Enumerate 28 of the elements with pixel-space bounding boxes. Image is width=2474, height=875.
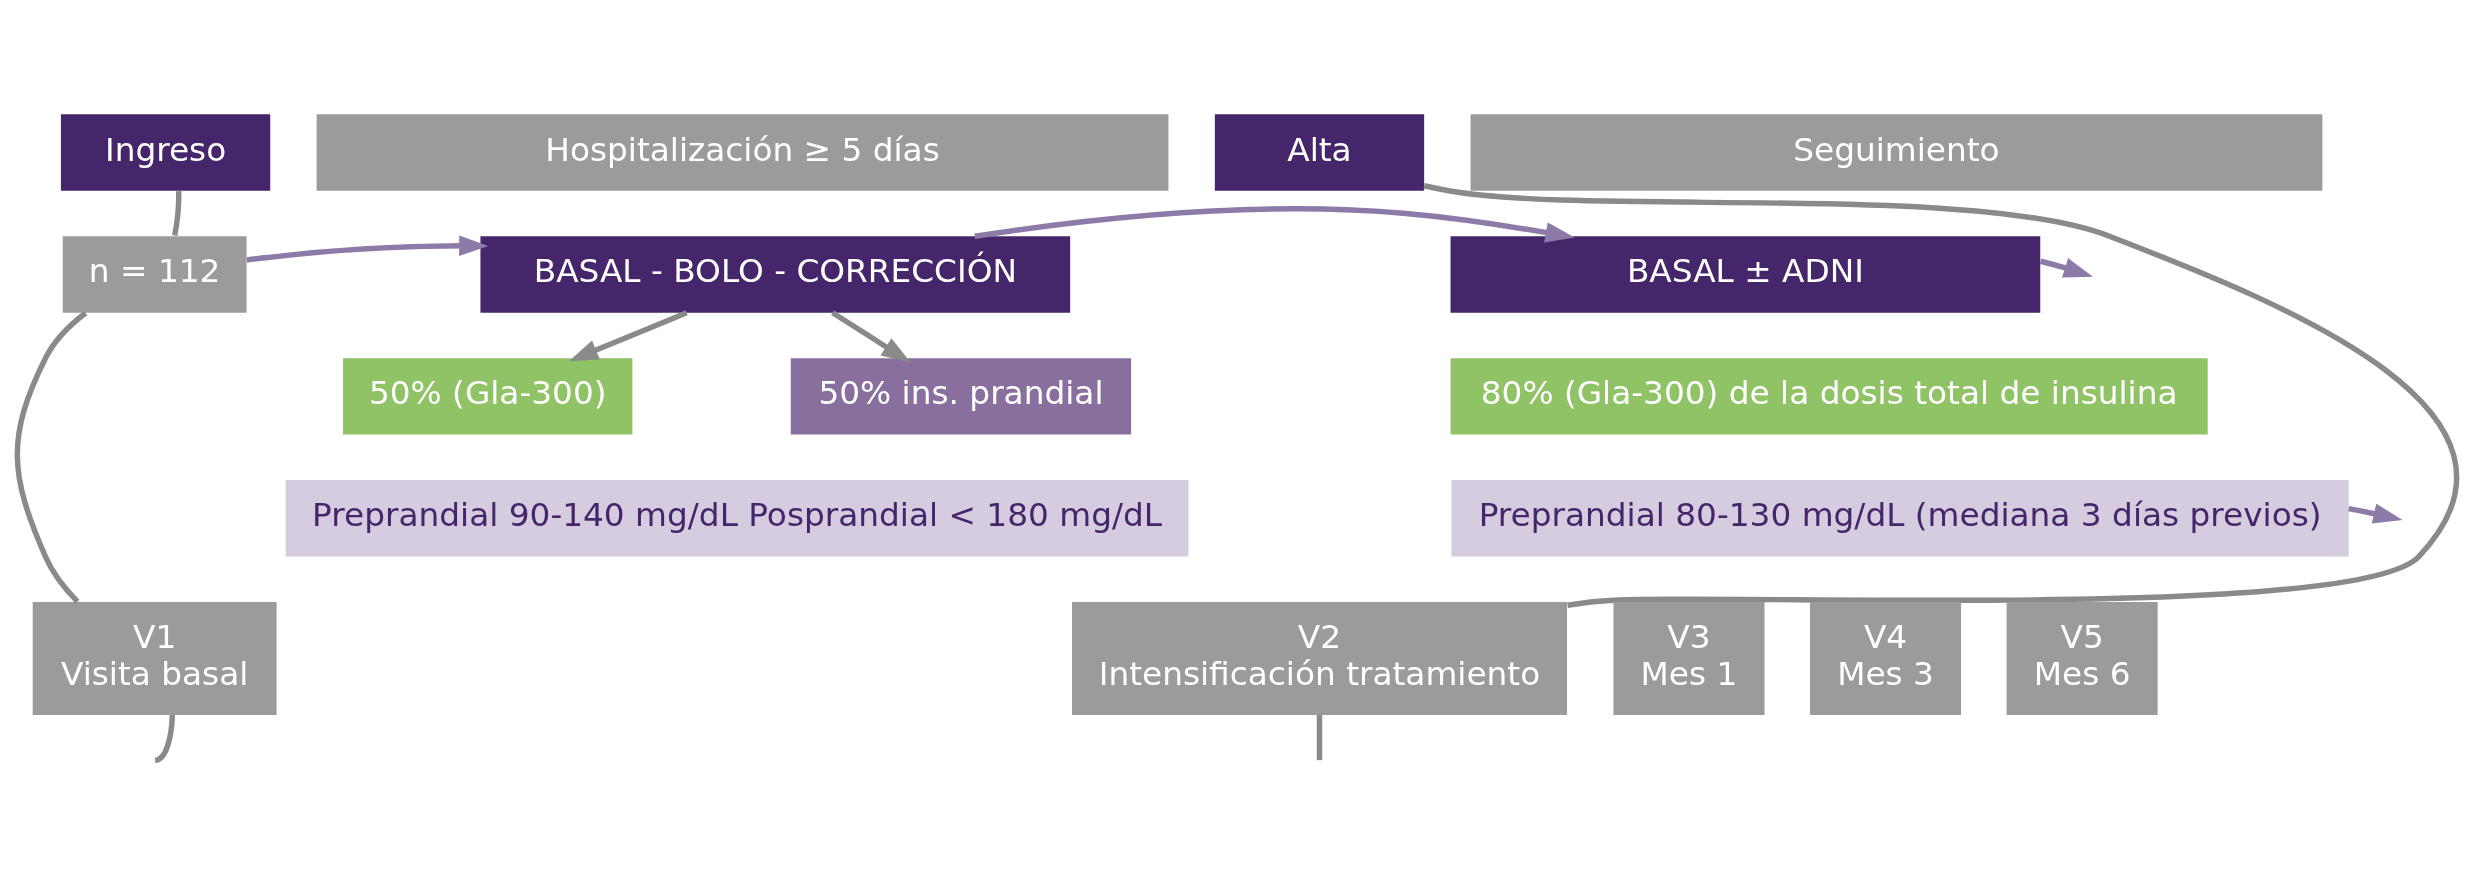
- connector: [172, 190, 182, 236]
- connector: [154, 714, 176, 763]
- node-box: 80% (Gla-300) de la dosis total de insulina: [1450, 357, 2208, 435]
- node-box: BASAL ± ADNI: [1450, 235, 2041, 313]
- node-box: 50% (Gla-300): [343, 357, 633, 435]
- node-box: n = 112: [62, 235, 247, 313]
- node-box: V1 Visita basal: [32, 601, 277, 715]
- node-box: Ingreso: [60, 113, 271, 191]
- node-box: V5 Mes 6: [2006, 601, 2158, 715]
- arrow: [246, 235, 489, 263]
- arrow: [831, 309, 911, 362]
- node-box: V3 Mes 1: [1613, 601, 1765, 715]
- connector: [1423, 182, 2459, 608]
- node-box: V2 Intensificación tratamiento: [1071, 601, 1568, 715]
- arrow: [974, 205, 1575, 243]
- node-box: BASAL - BOLO - CORRECCIÓN: [480, 235, 1071, 313]
- arrow: [2039, 257, 2093, 278]
- node-box: V4 Mes 3: [1810, 601, 1962, 715]
- arrow: [2348, 503, 2403, 524]
- node-box: Hospitalización ≥ 5 días: [316, 113, 1169, 191]
- node-box: Seguimiento: [1470, 113, 2323, 191]
- node-box: Preprandial 90-140 mg/dL Posprandial < 180 mg/dL: [285, 479, 1189, 557]
- connector: [1316, 714, 1323, 760]
- node-box: Preprandial 80-130 mg/dL (mediana 3 días previos): [1451, 479, 2349, 557]
- node-box: 50% ins. prandial: [790, 357, 1132, 435]
- connector: [14, 310, 88, 603]
- arrow: [568, 309, 688, 361]
- node-box: Alta: [1214, 113, 1425, 191]
